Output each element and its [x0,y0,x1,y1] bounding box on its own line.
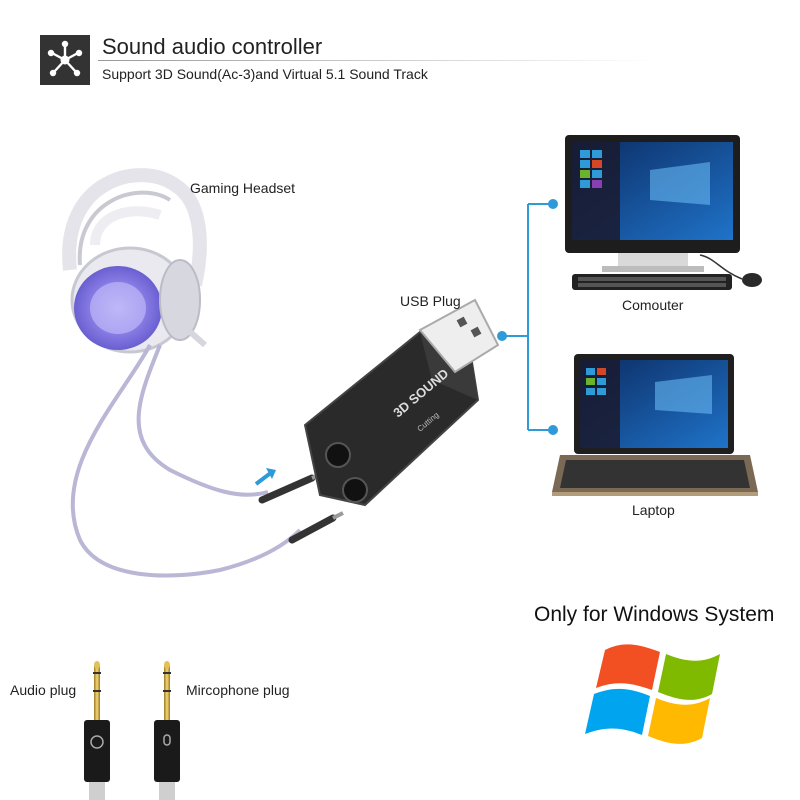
label-windows-system: Only for Windows System [534,603,775,626]
page-subtitle: Support 3D Sound(Ac-3)and Virtual 5.1 So… [102,66,428,82]
headphone-icon [90,735,104,749]
microphone-plug-image [154,661,180,800]
hub-network-icon [40,35,90,85]
connector-dot [548,425,558,435]
windows-logo-icon [585,644,720,744]
headset-audio-jack [258,472,323,504]
label-microphone-plug: Mircophone plug [186,682,290,698]
headset-mic-jack [288,511,344,544]
page-title: Sound audio controller [102,34,323,59]
connector-dot [497,331,507,341]
label-computer: Comouter [622,297,684,313]
gaming-headset-image [62,168,207,354]
audio-plug-image [84,661,110,800]
connector-dot [548,199,558,209]
usb-sound-card-image: 3D SOUND Cutting [303,298,500,507]
label-usb-plug: USB Plug [400,293,461,309]
connection-bracket [497,199,558,435]
microphone-icon [163,734,171,746]
laptop-image [552,354,758,496]
label-audio-plug: Audio plug [10,682,77,698]
label-laptop: Laptop [632,502,675,518]
desktop-computer-image [565,135,762,290]
header-divider [98,60,658,61]
label-gaming-headset: Gaming Headset [190,180,296,196]
